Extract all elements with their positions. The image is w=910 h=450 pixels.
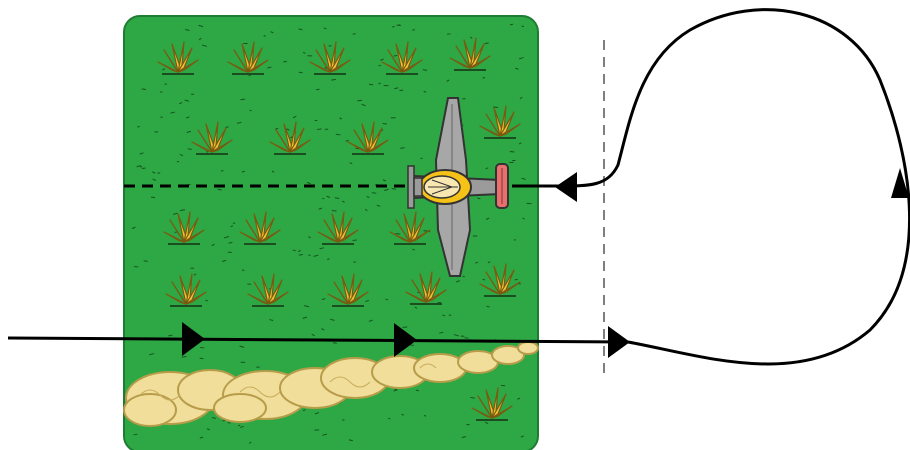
field-speck	[336, 134, 341, 135]
field-speck	[264, 36, 266, 37]
field-speck	[137, 127, 139, 128]
field-speck	[299, 254, 303, 255]
field-speck	[144, 261, 148, 262]
field-speck	[357, 100, 362, 101]
field-speck	[379, 65, 381, 66]
field-speck	[332, 210, 337, 211]
field-speck	[142, 89, 146, 90]
field-speck	[200, 347, 204, 348]
field-speck	[165, 84, 167, 85]
field-speck	[369, 84, 373, 85]
field-speck	[205, 300, 208, 301]
field-speck	[221, 171, 224, 172]
field-speck	[250, 110, 252, 111]
field-speck	[225, 127, 228, 128]
field-speck	[242, 270, 244, 271]
field-speck	[449, 315, 451, 316]
field-speck	[447, 34, 450, 35]
field-speck	[158, 173, 161, 174]
field-speck	[412, 30, 414, 31]
field-speck	[240, 99, 245, 100]
field-speck	[395, 234, 400, 235]
field-speck	[228, 422, 231, 423]
field-speck	[510, 24, 513, 25]
field-speck	[218, 189, 222, 190]
field-speck	[182, 356, 187, 357]
field-speck	[487, 306, 490, 307]
field-speck	[316, 89, 319, 90]
field-speck	[188, 149, 192, 150]
field-speck	[442, 315, 445, 316]
